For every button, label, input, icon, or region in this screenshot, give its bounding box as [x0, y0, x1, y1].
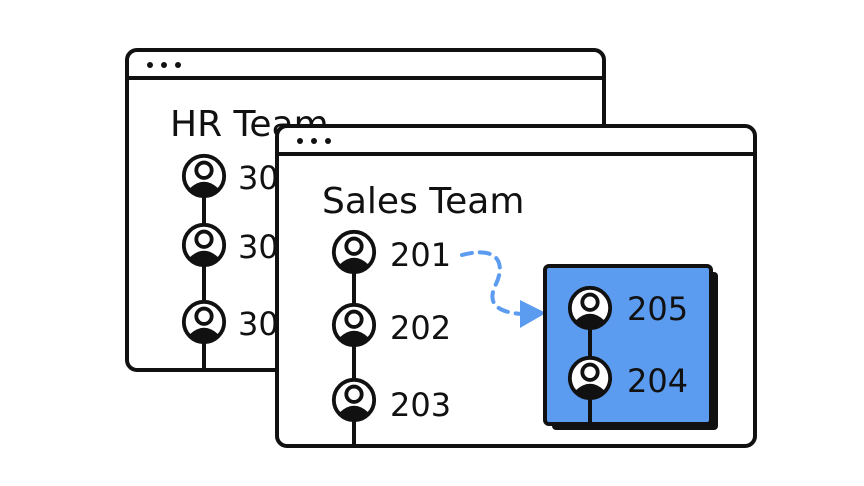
hr-member[interactable]: 30 [181, 299, 279, 345]
user-icon [181, 222, 227, 268]
user-icon [331, 229, 377, 275]
selected-group-card[interactable]: 205 204 [543, 264, 718, 430]
sales-member[interactable]: 203 [331, 377, 451, 424]
user-icon [181, 153, 227, 199]
group-member-label: 205 [627, 290, 688, 328]
window-dots-icon [297, 138, 331, 144]
hr-member-label: 30 [238, 305, 279, 343]
hr-member[interactable]: 30 [181, 153, 279, 199]
user-icon [567, 355, 613, 401]
user-icon [331, 302, 377, 348]
group-member-label: 204 [627, 362, 688, 400]
sales-team-title: Sales Team [322, 181, 524, 222]
sales-member-label: 202 [390, 309, 451, 347]
window-dots-icon [147, 62, 181, 68]
sales-team-window: Sales Team 201 202 203 205 [275, 124, 757, 448]
user-icon [567, 285, 613, 331]
sales-member-label: 201 [390, 236, 451, 274]
hr-member-label: 30 [238, 159, 279, 197]
user-icon [181, 299, 227, 345]
sales-member[interactable]: 202 [331, 302, 451, 348]
move-arrow-path [460, 250, 524, 316]
group-member[interactable]: 204 [567, 355, 688, 401]
hr-member-label: 30 [238, 228, 279, 266]
user-icon [331, 377, 377, 423]
sales-member-label: 203 [390, 386, 451, 424]
sales-member[interactable]: 201 [331, 229, 451, 275]
group-member[interactable]: 205 [567, 285, 688, 331]
arrow-right-icon [520, 300, 546, 328]
hr-member[interactable]: 30 [181, 222, 279, 268]
